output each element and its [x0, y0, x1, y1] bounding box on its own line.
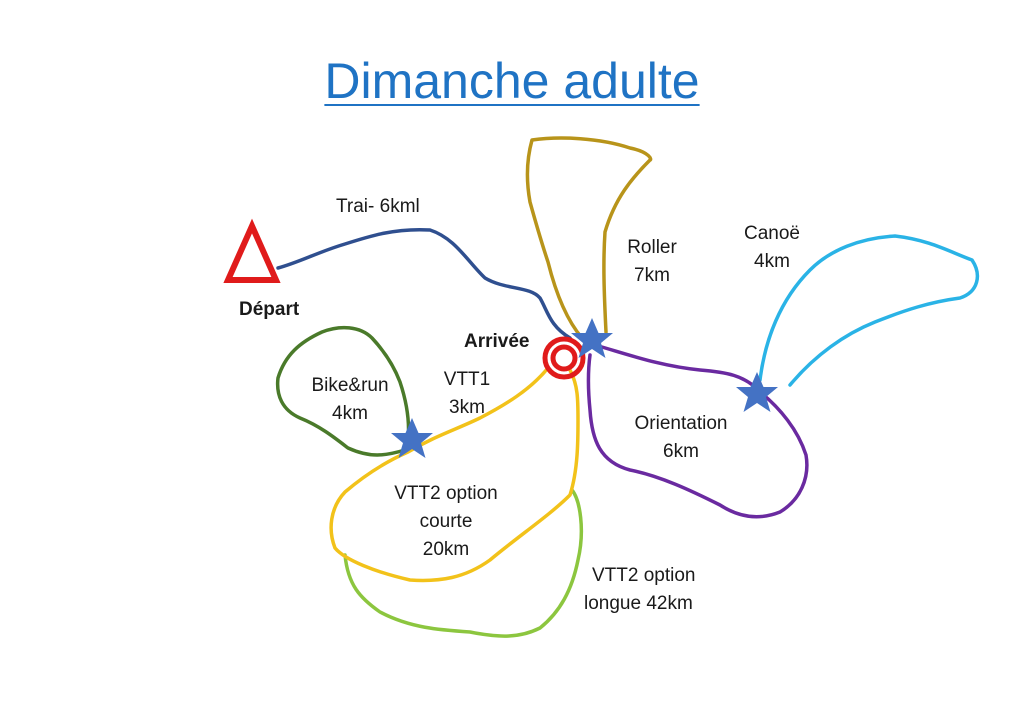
orientation-label: Orientation 6km	[622, 410, 740, 466]
bike-run-distance: 4km	[332, 403, 368, 424]
vtt1-route	[329, 366, 580, 583]
canoe-route	[758, 234, 980, 387]
finish-marker	[542, 336, 586, 380]
vtt2-long-label: VTT2 option longue 42km	[584, 562, 718, 618]
bike-run-label: Bike&run 4km	[304, 372, 396, 428]
vtt1-name: VTT1	[443, 369, 491, 390]
vtt2-long-route	[343, 488, 584, 638]
vtt2-short-line3: 20km	[422, 539, 470, 560]
vtt2-long-line1: VTT2 option	[592, 565, 696, 586]
star-icon	[736, 372, 778, 412]
roller-distance: 7km	[634, 265, 670, 286]
start-label: Départ	[239, 299, 300, 320]
trail-label: Trai- 6kml	[336, 196, 420, 217]
roller-route	[525, 136, 653, 340]
vtt1-label: VTT1 3km	[438, 366, 496, 422]
star-icon	[571, 318, 613, 358]
vtt2-short-line1: VTT2 option	[394, 483, 498, 504]
bike-run-name: Bike&run	[311, 375, 389, 396]
vtt2-short-label: VTT2 option courte 20km	[384, 480, 508, 564]
vtt2-long-line2: longue 42km	[584, 593, 693, 614]
orientation-distance: 6km	[663, 441, 699, 462]
star-icon	[391, 418, 433, 458]
orientation-name: Orientation	[634, 413, 728, 434]
vtt1-distance: 3km	[449, 397, 485, 418]
canoe-label: Canoë 4km	[740, 220, 804, 276]
roller-label: Roller 7km	[622, 234, 682, 290]
orientation-route	[586, 343, 809, 519]
canoe-name: Canoë	[744, 223, 800, 244]
vtt2-short-line2: courte	[419, 511, 473, 532]
roller-name: Roller	[627, 237, 677, 258]
page-title: Dimanche adulte	[324, 53, 700, 109]
trail-route	[276, 227, 572, 340]
bike-run-route	[275, 325, 411, 457]
finish-label: Arrivée	[464, 331, 530, 352]
start-marker	[223, 218, 281, 283]
canoe-distance: 4km	[754, 251, 790, 272]
